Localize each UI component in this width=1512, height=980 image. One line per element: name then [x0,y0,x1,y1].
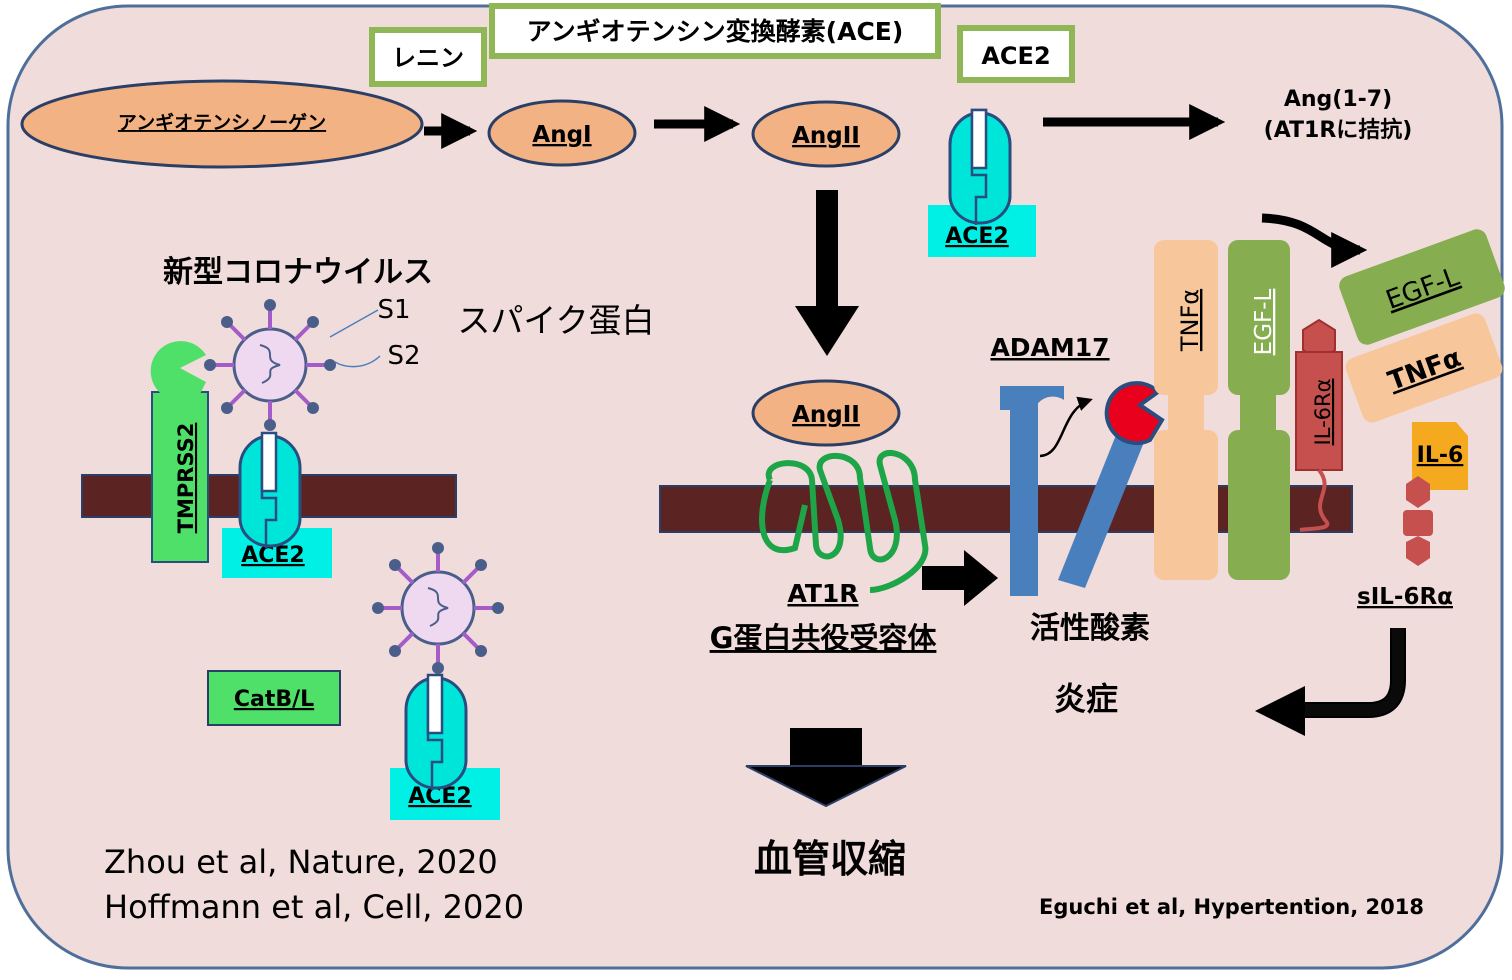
coronavirus-particle-2 [372,542,504,674]
arrow-vasoconstriction [745,728,907,808]
at1r-label: AT1R [787,579,858,608]
inflammation-label: 炎症 [1054,680,1118,718]
ace-enzyme-label: アンギオテンシン変換酵素(ACE) [489,3,941,59]
gpcr-label: G蛋白共役受容体 [710,621,938,655]
svg-text:AngII: AngII [792,123,860,149]
at1r-receptor-shape [759,450,929,593]
adam17-active-site [1104,381,1165,446]
svg-text:TNFα: TNFα [1176,289,1204,352]
ang17-line2: (AT1Rに拮抗) [1264,117,1413,143]
reference-zhou: Zhou et al, Nature, 2020 [104,843,498,881]
adam17-label: ADAM17 [990,333,1109,362]
catbl-protease: CatB/L [207,670,341,726]
angiotensinogen-node: アンギオテンシノーゲン [20,79,424,169]
ros-label: 活性酸素 [1030,611,1150,646]
svg-text:TMPRSS2: TMPRSS2 [174,423,198,534]
angii-node-mid: AngII [751,379,901,447]
svg-text:ACE2: ACE2 [981,42,1050,70]
adam17-active-site-arrow [1039,396,1093,458]
sil6ra-label: sIL-6Rα [1357,584,1453,610]
svg-text:アンギオテンシノーゲン: アンギオテンシノーゲン [118,112,326,134]
adam17-shape [1000,386,1155,596]
coronavirus-particle-1 [204,299,336,431]
vasoconstriction-label: 血管収縮 [754,837,906,881]
angii-node-top: AngII [751,100,901,168]
s2-pointer [334,355,381,368]
svg-text:アンギオテンシン変換酵素(ACE): アンギオテンシン変換酵素(ACE) [527,17,904,46]
svg-text:ACE2: ACE2 [945,224,1009,249]
svg-text:AngI: AngI [532,122,591,148]
il6-cytokine: IL-6 [1412,422,1468,490]
ace2-bottom-shape [404,673,468,792]
ace2-top-shape [948,108,1012,227]
arrow-sil6ra-return [1255,628,1406,736]
virus-title: 新型コロナウイルス [163,255,433,290]
svg-text:AngII: AngII [792,402,860,428]
reference-hoffmann: Hoffmann et al, Cell, 2020 [104,888,524,926]
tmprss2-protease: TMPRSS2 [150,341,209,563]
tnfa-released: TNFα [1345,313,1503,423]
sil6ra-soluble-receptor [1403,476,1433,566]
svg-text:レニン: レニン [392,44,464,72]
arrow-at1r-to-adam17 [922,550,998,606]
ace2-receptor-bottom: ACE2 [390,768,500,820]
angi-node: AngI [487,99,637,167]
renin-label: レニン [369,27,487,87]
spike-protein-label: スパイク蛋白 [457,301,654,340]
svg-text:EGF-L: EGF-L [1251,288,1277,355]
egfl-released: EGF-L [1339,229,1505,345]
ace2-enzyme-label: ACE2 [957,25,1075,83]
svg-text:IL-6: IL-6 [1417,443,1464,468]
ace2-left-shape [238,431,302,550]
s1-label: S1 [377,295,410,325]
il6ra-membrane-receptor: IL-6Rα [1295,318,1343,532]
arrow-angii-down [795,190,859,356]
reference-eguchi: Eguchi et al, Hypertention, 2018 [1039,895,1424,919]
ace2-receptor-left: ACE2 [222,528,332,578]
arrow-shedding [1261,213,1368,268]
egfl-membrane-bar: EGF-L [1228,240,1290,580]
s1-pointer [329,309,379,338]
svg-text:CatB/L: CatB/L [234,687,314,712]
s2-label: S2 [387,341,420,371]
svg-text:IL-6Rα: IL-6Rα [1311,379,1335,446]
ang17-line1: Ang(1-7) [1284,87,1392,112]
tnfa-membrane-bar: TNFα [1154,240,1218,580]
